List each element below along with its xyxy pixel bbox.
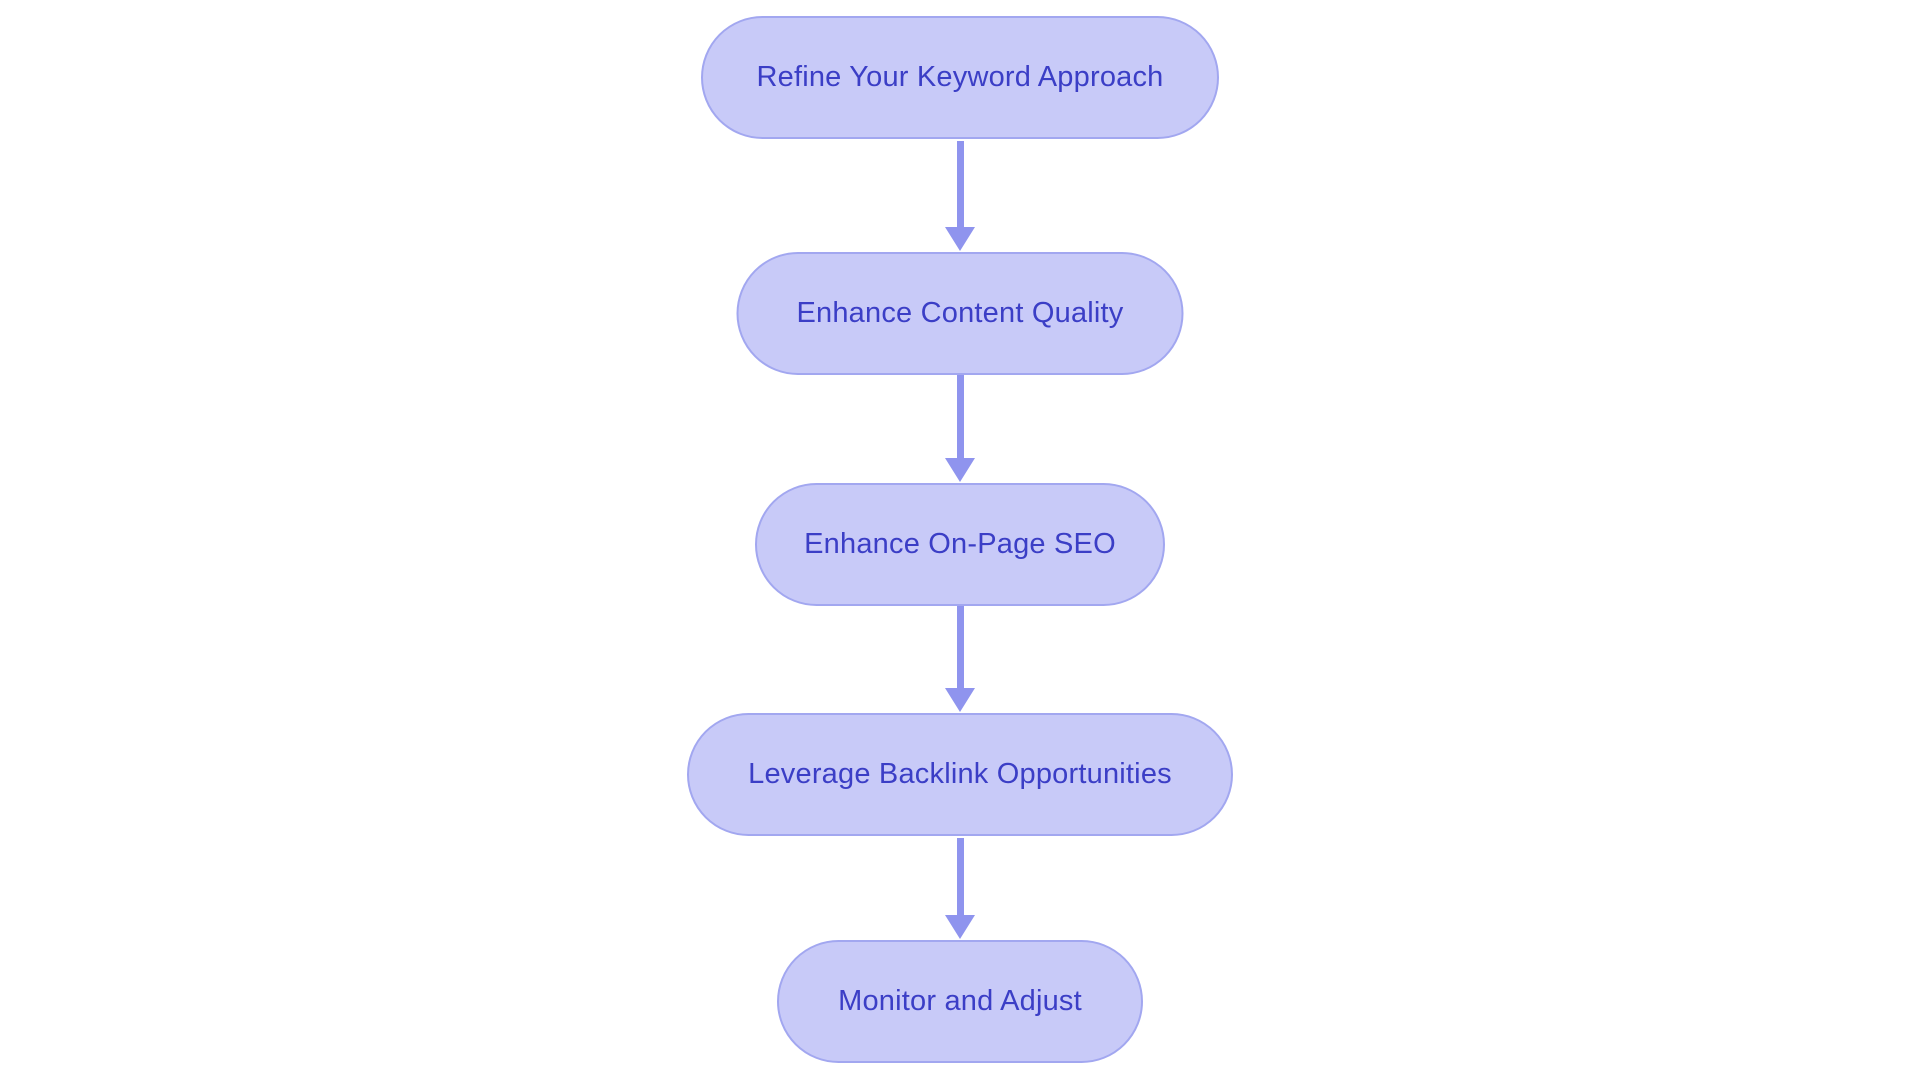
flow-node-refine-keyword-approach: Refine Your Keyword Approach — [701, 16, 1219, 139]
flow-arrow-2 — [945, 375, 975, 482]
arrowhead-down-icon — [945, 688, 975, 712]
flow-node-enhance-on-page-seo: Enhance On-Page SEO — [755, 483, 1165, 606]
arrow-line — [956, 375, 964, 458]
node-label: Enhance On-Page SEO — [804, 528, 1116, 560]
arrowhead-down-icon — [945, 227, 975, 251]
flow-arrow-1 — [945, 141, 975, 251]
arrow-line — [956, 606, 964, 688]
flow-arrow-4 — [945, 838, 975, 939]
flow-arrow-3 — [945, 606, 975, 712]
node-label: Monitor and Adjust — [838, 985, 1082, 1017]
node-label: Refine Your Keyword Approach — [756, 61, 1164, 93]
arrowhead-down-icon — [945, 915, 975, 939]
flow-node-enhance-content-quality: Enhance Content Quality — [736, 252, 1184, 375]
arrowhead-down-icon — [945, 458, 975, 482]
node-label: Leverage Backlink Opportunities — [748, 758, 1172, 790]
flow-node-monitor-and-adjust: Monitor and Adjust — [777, 940, 1143, 1063]
flow-node-leverage-backlink-opportunities: Leverage Backlink Opportunities — [687, 713, 1233, 836]
arrow-line — [956, 838, 964, 915]
node-label: Enhance Content Quality — [796, 297, 1124, 329]
arrow-line — [956, 141, 964, 227]
